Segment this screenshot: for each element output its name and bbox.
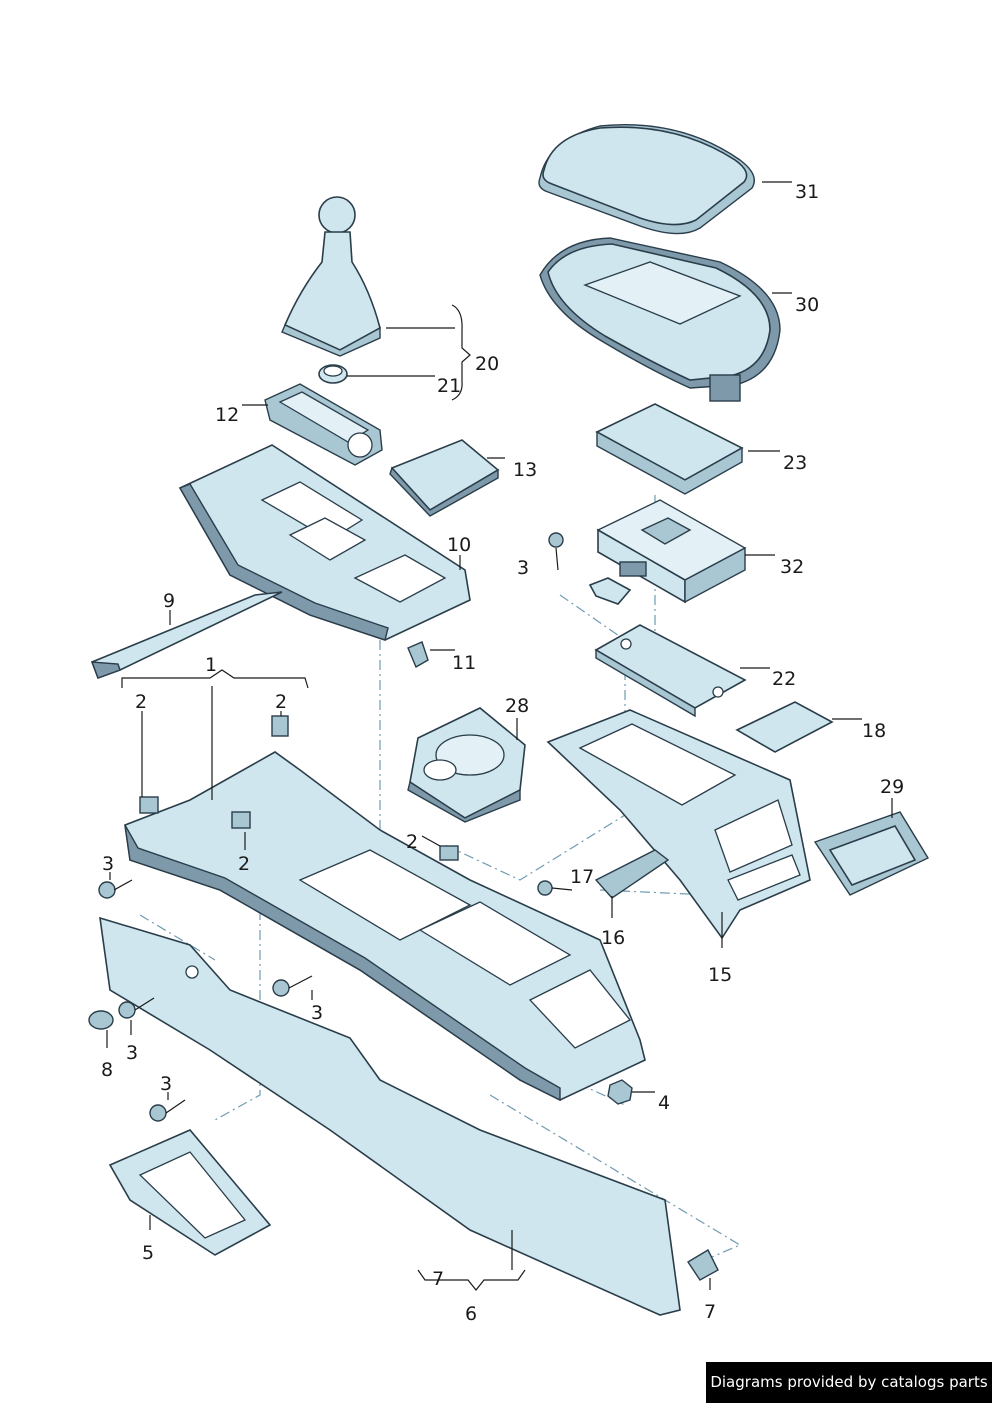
callout-30: 30 [795,294,819,316]
callout-11: 11 [452,652,476,674]
callout-8: 8 [101,1059,113,1081]
shifter-trim-frame [264,383,383,466]
callout-7-a: 7 [432,1268,444,1290]
callout-23: 23 [783,452,807,474]
leader-lines [106,181,893,1291]
callout-3-d: 3 [126,1042,138,1064]
armrest-storage-box [539,237,781,402]
callout-32: 32 [780,556,804,578]
callout-15: 15 [708,964,732,986]
lower-bracket [108,1129,272,1256]
connector-clip [588,561,647,605]
callout-22: 22 [772,668,796,690]
mounting-bracket [594,624,747,718]
gear-knob-with-boot [281,196,381,357]
side-trim-strip [90,591,283,680]
switch-module [594,849,670,899]
callout-1: 1 [205,654,217,676]
callout-29: 29 [880,776,904,798]
callout-21: 21 [437,375,461,397]
centre-console-upper-trim [178,444,471,641]
callout-3-e: 3 [160,1073,172,1095]
callout-2-d: 2 [238,853,250,875]
centre-console-frame [124,751,646,1102]
callout-2-c: 2 [406,831,418,853]
callout-9: 9 [163,590,175,612]
callout-3-a: 3 [517,557,529,579]
retaining-clip [407,641,429,669]
callout-12: 12 [215,404,239,426]
credit-banner: Diagrams provided by catalogs parts [706,1362,992,1403]
callout-6: 6 [465,1303,477,1325]
rear-air-vent [813,811,930,896]
boot-retaining-ring [318,364,348,384]
fasteners [88,532,719,1281]
callout-3-c: 3 [311,1002,323,1024]
callout-10: 10 [447,534,471,556]
storage-compartment-lid [595,403,744,495]
callout-labels: 31 30 20 21 12 13 23 10 3 32 9 11 22 1 2… [101,181,904,1325]
callout-2-a: 2 [135,691,147,713]
callout-31: 31 [795,181,819,203]
callout-4: 4 [658,1092,670,1114]
armrest-lid [538,124,755,235]
callout-13: 13 [513,459,537,481]
callout-17: 17 [570,866,594,888]
callout-20: 20 [475,353,499,375]
callout-16: 16 [601,927,625,949]
rear-console-panel [546,709,811,940]
storage-tray-cover [389,439,500,517]
callout-2-b: 2 [275,691,287,713]
callout-7-b: 7 [704,1301,716,1323]
console-side-panel [99,916,681,1316]
callout-3-b: 3 [102,853,114,875]
callout-5: 5 [142,1242,154,1264]
callout-18: 18 [862,720,886,742]
rubber-mat [735,701,834,753]
callout-28: 28 [505,695,529,717]
cup-holder [407,707,526,823]
